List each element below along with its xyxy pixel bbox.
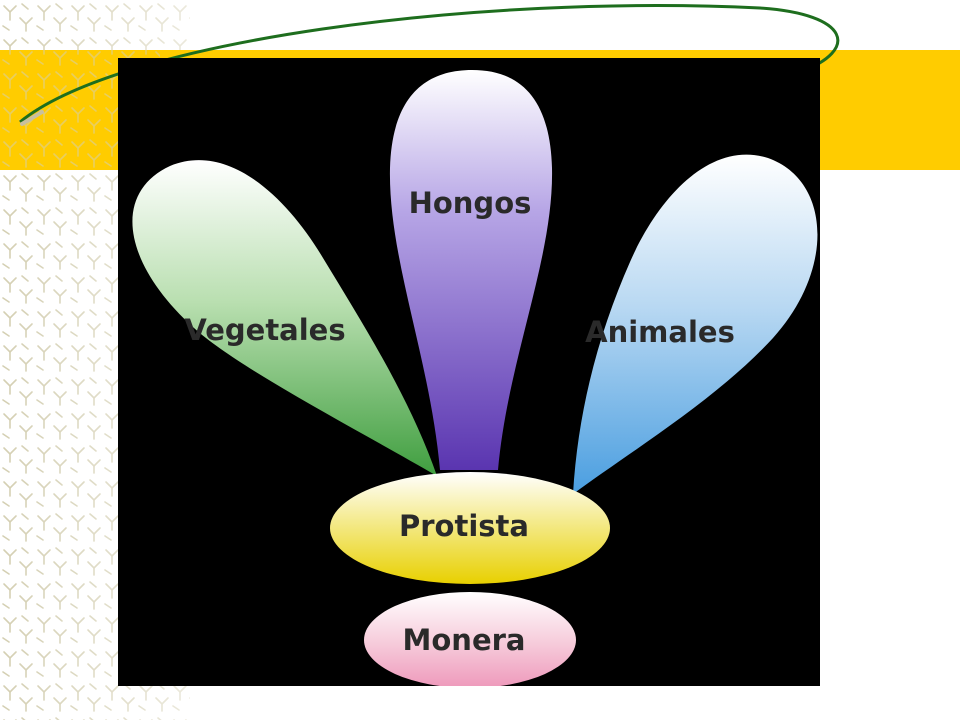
- label-vegetales: Vegetales: [184, 313, 345, 347]
- label-animales: Animales: [585, 315, 735, 349]
- five-kingdoms-diagram: Hongos Vegetales Animales Protista Moner…: [118, 58, 820, 686]
- petal-vegetales: [132, 160, 437, 476]
- petal-hongos: [389, 70, 553, 470]
- monera-ellipse: [364, 592, 576, 686]
- protista-ellipse: [330, 472, 610, 584]
- label-hongos: Hongos: [409, 186, 532, 220]
- label-monera: Monera: [403, 623, 526, 657]
- label-protista: Protista: [399, 509, 529, 543]
- petal-animales: [573, 154, 818, 494]
